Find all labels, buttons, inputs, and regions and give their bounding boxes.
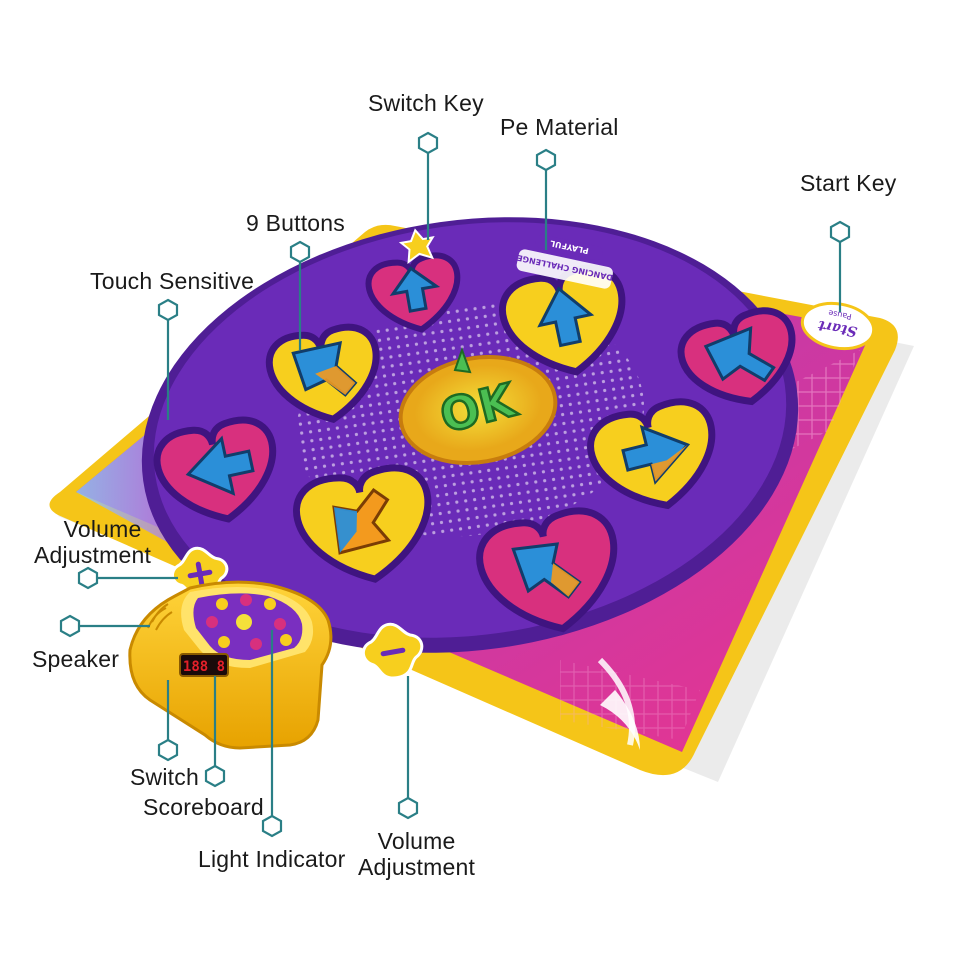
volume-down-button — [361, 622, 424, 680]
label-volume-bottom: Volume Adjustment — [358, 828, 476, 880]
callout-hex-scoreboard — [204, 764, 226, 788]
mini-heart-6 — [218, 636, 230, 648]
callout-hex-switch — [157, 738, 179, 762]
svg-text:Start: Start — [816, 317, 858, 340]
callout-hex-nine-buttons — [289, 240, 311, 264]
callout-hex-volume-left — [77, 566, 99, 590]
mini-heart-4 — [206, 616, 218, 628]
controller-box: 188 8 — [128, 580, 333, 750]
swoosh — [600, 690, 640, 750]
label-light-indicator: Light Indicator — [198, 846, 346, 872]
label-pe-material: Pe Material — [500, 114, 619, 140]
heart-button-top-left — [365, 252, 461, 333]
heart-button-bottom-left — [293, 464, 432, 583]
callout-hex-touch-sensitive — [157, 298, 179, 322]
switch-key-star — [398, 228, 435, 264]
mini-heart-8 — [280, 634, 292, 646]
heart-button-bottom — [476, 507, 618, 633]
center-ok-button: OK — [398, 347, 558, 465]
mini-ok — [236, 614, 252, 630]
label-touch-sensitive: Touch Sensitive — [90, 268, 255, 294]
heart-button-top — [499, 264, 626, 376]
callout-hex-volume-bottom — [397, 796, 419, 820]
label-speaker: Speaker — [32, 646, 120, 672]
mini-heart-2 — [240, 594, 252, 606]
label-switch: Switch — [130, 764, 199, 790]
svg-text:Pause: Pause — [828, 308, 853, 321]
callout-hex-start-key — [829, 220, 851, 244]
label-switch-key: Switch Key — [368, 90, 484, 116]
mini-heart-1 — [216, 598, 228, 610]
callout-hex-pe-material — [535, 148, 557, 172]
heart-button-right — [587, 398, 716, 510]
scoreboard-display — [179, 653, 229, 677]
callout-hex-speaker — [59, 614, 81, 638]
label-nine-buttons: 9 Buttons — [246, 210, 345, 236]
heart-button-top-right — [677, 307, 796, 406]
callout-hex-light-indicator — [261, 814, 283, 838]
callout-hex-switch-key — [417, 131, 439, 155]
start-key-badge: Start Pause — [800, 301, 876, 351]
label-start-key: Start Key — [800, 170, 897, 196]
callouts — [59, 131, 851, 838]
scoreboard-digits: 188 8 — [183, 659, 225, 675]
label-scoreboard: Scoreboard — [143, 794, 264, 820]
heart-button-left-upper — [265, 323, 380, 424]
label-volume-left: Volume Adjustment — [34, 516, 152, 568]
mini-heart-5 — [274, 618, 286, 630]
mini-heart-3 — [264, 598, 276, 610]
heart-button-left — [153, 416, 277, 523]
mini-heart-7 — [250, 638, 262, 650]
